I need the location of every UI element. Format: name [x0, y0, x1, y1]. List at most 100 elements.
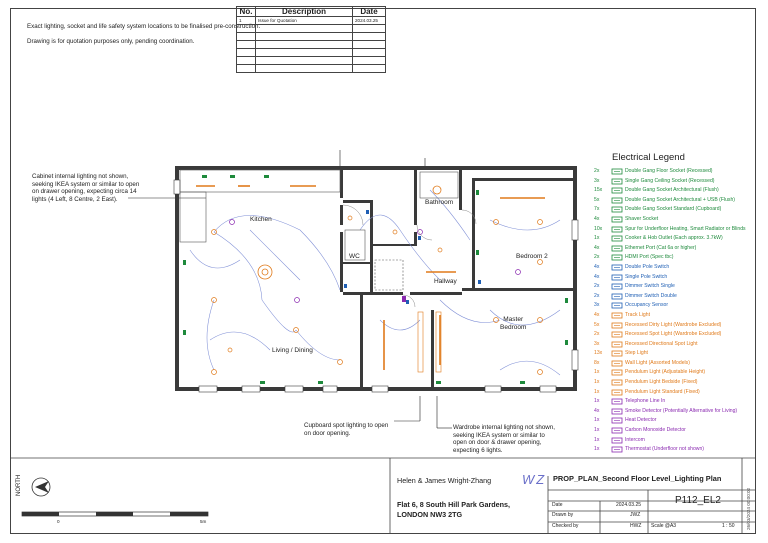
- legend-label: Double Gang Socket Architectural (Flush): [625, 187, 719, 194]
- pendulum-light-icon: [611, 369, 623, 376]
- track-lights: [196, 185, 545, 370]
- address-line: LONDON NW3 2TG: [397, 510, 463, 519]
- note-line: Cabinet internal lighting not shown,: [32, 173, 129, 180]
- legend-qty: 4x: [594, 407, 600, 414]
- co-detector-icon: [611, 427, 623, 434]
- legend-label: Telephone Line In: [625, 398, 666, 405]
- legend-qty: 8x: [594, 359, 600, 366]
- legend-label: Dimmer Switch Double: [625, 292, 677, 299]
- legend-label: Wall Light (Assorted Models): [625, 359, 690, 366]
- legend-qty: 2x: [594, 292, 600, 299]
- step-light-icon: [611, 350, 623, 357]
- scale-end-label: 5m: [200, 519, 207, 524]
- room-label-kitchen: Kitchen: [250, 216, 272, 223]
- sensor-icon: [611, 302, 623, 309]
- legend-label: Occupancy Sensor: [625, 302, 669, 309]
- print-stamp: 26/03/2024 00:00:02: [746, 487, 751, 530]
- circuit-wiring: [189, 189, 561, 376]
- room-label-living-dining: Living / Dining: [272, 347, 313, 354]
- note-line: on door opening.: [304, 429, 351, 437]
- legend-row: 7x Double Gang Socket Standard (Cupboard): [594, 205, 754, 215]
- rev-empty-cell: [236, 40, 256, 49]
- legend-qty: 2x: [594, 331, 600, 338]
- note-line: lights (4 Left, 8 Centre, 2 East).: [32, 195, 118, 203]
- legend-label: Double Gang Socket Architectural + USB (…: [625, 196, 735, 203]
- legend-row: 1x Telephone Line In: [594, 397, 754, 407]
- legend-qty: 2x: [594, 168, 600, 174]
- cooker-outlet-icon: [611, 235, 623, 242]
- legend-label: Pendulum Light (Adjustable Height): [625, 369, 706, 376]
- drawn-by-label: Drawn by: [552, 512, 574, 518]
- room-label-line: Bedroom: [500, 323, 527, 331]
- legend-label: Intercom: [625, 436, 645, 443]
- scale-value: 1 : 50: [722, 523, 735, 529]
- door-swings: [342, 204, 477, 308]
- socket-icon: [611, 187, 623, 194]
- rev-empty-cell: [352, 56, 386, 65]
- rev-header-date: Date: [352, 6, 386, 17]
- checked-by-value: HWZ: [630, 523, 642, 529]
- room-label-bathroom: Bathroom: [425, 199, 454, 206]
- legend-qty: 2x: [594, 283, 600, 290]
- shaver-socket-icon: [611, 216, 623, 223]
- legend-label: Double Gang Floor Socket (Recessed): [625, 168, 713, 174]
- detectors: [229, 219, 521, 303]
- room-label-hallway: Hallway: [434, 278, 457, 285]
- legend-qty: 3x: [594, 340, 600, 347]
- legend-label: Cooker & Hob Outlet (Each approx. 3.7kW): [625, 235, 723, 242]
- rev-date: 2024.03.25: [352, 16, 386, 25]
- drawn-by-value: JWZ: [630, 512, 641, 518]
- rev-empty-cell: [236, 32, 256, 41]
- legend-qty: 3x: [594, 302, 600, 309]
- legend-label: Spur for Underfloor Heating, Smart Radia…: [625, 225, 746, 232]
- room-label-line: Master: [503, 316, 524, 323]
- scale-bar: [21, 511, 209, 517]
- rev-empty-cell: [255, 64, 353, 73]
- legend-label: Double Gang Socket Standard (Cupboard): [625, 206, 722, 213]
- legend-qty: 10x: [594, 225, 603, 232]
- legend-qty: 1x: [594, 398, 600, 405]
- room-label-master-bedroom: Master Bedroom: [500, 316, 526, 331]
- dimmer-icon: [611, 283, 623, 290]
- hdmi-port-icon: [611, 254, 623, 261]
- legend-qty: 1x: [594, 369, 600, 376]
- legend-label: Heat Detector: [625, 417, 657, 424]
- rev-empty-cell: [255, 32, 353, 41]
- walls: [175, 166, 577, 391]
- pendulum-light-icon: [611, 389, 623, 396]
- project-address: Flat 6, 8 South Hill Park Gardens, LONDO…: [397, 500, 510, 520]
- note-line: Wardrobe internal lighting not shown,: [453, 424, 555, 431]
- legend-row: 8x Wall Light (Assorted Models): [594, 359, 754, 369]
- room-label-bedroom-2: Bedroom 2: [516, 253, 548, 260]
- legend-qty: 7x: [594, 206, 600, 213]
- note-line: on drawer opening, expecting circa 14: [32, 188, 137, 196]
- legend-qty: 1x: [594, 388, 600, 395]
- drawing-number: P112_EL2: [675, 495, 721, 506]
- heat-detector-icon: [611, 417, 623, 424]
- note-quotation: Drawing is for quotation purposes only, …: [27, 38, 195, 45]
- legend-label: Shaver Socket: [625, 215, 659, 222]
- rev-empty-cell: [352, 40, 386, 49]
- drawing-title: PROP_PLAN_Second Floor Level_Lighting Pl…: [553, 474, 722, 483]
- dimmer-icon: [611, 293, 623, 300]
- rev-empty-cell: [352, 24, 386, 33]
- floor-socket-icon: [611, 168, 623, 175]
- revision-table: No. Description Date 1 Issue for Quotati…: [236, 6, 386, 73]
- ceiling-socket-icon: [611, 178, 623, 185]
- rev-empty-cell: [236, 48, 256, 57]
- legend-label: Recessed Dirty Light (Wardrobe Excluded): [625, 321, 722, 328]
- note-cabinet-lighting: Cabinet internal lighting not shown, see…: [32, 173, 139, 203]
- leader-lines: [128, 150, 452, 429]
